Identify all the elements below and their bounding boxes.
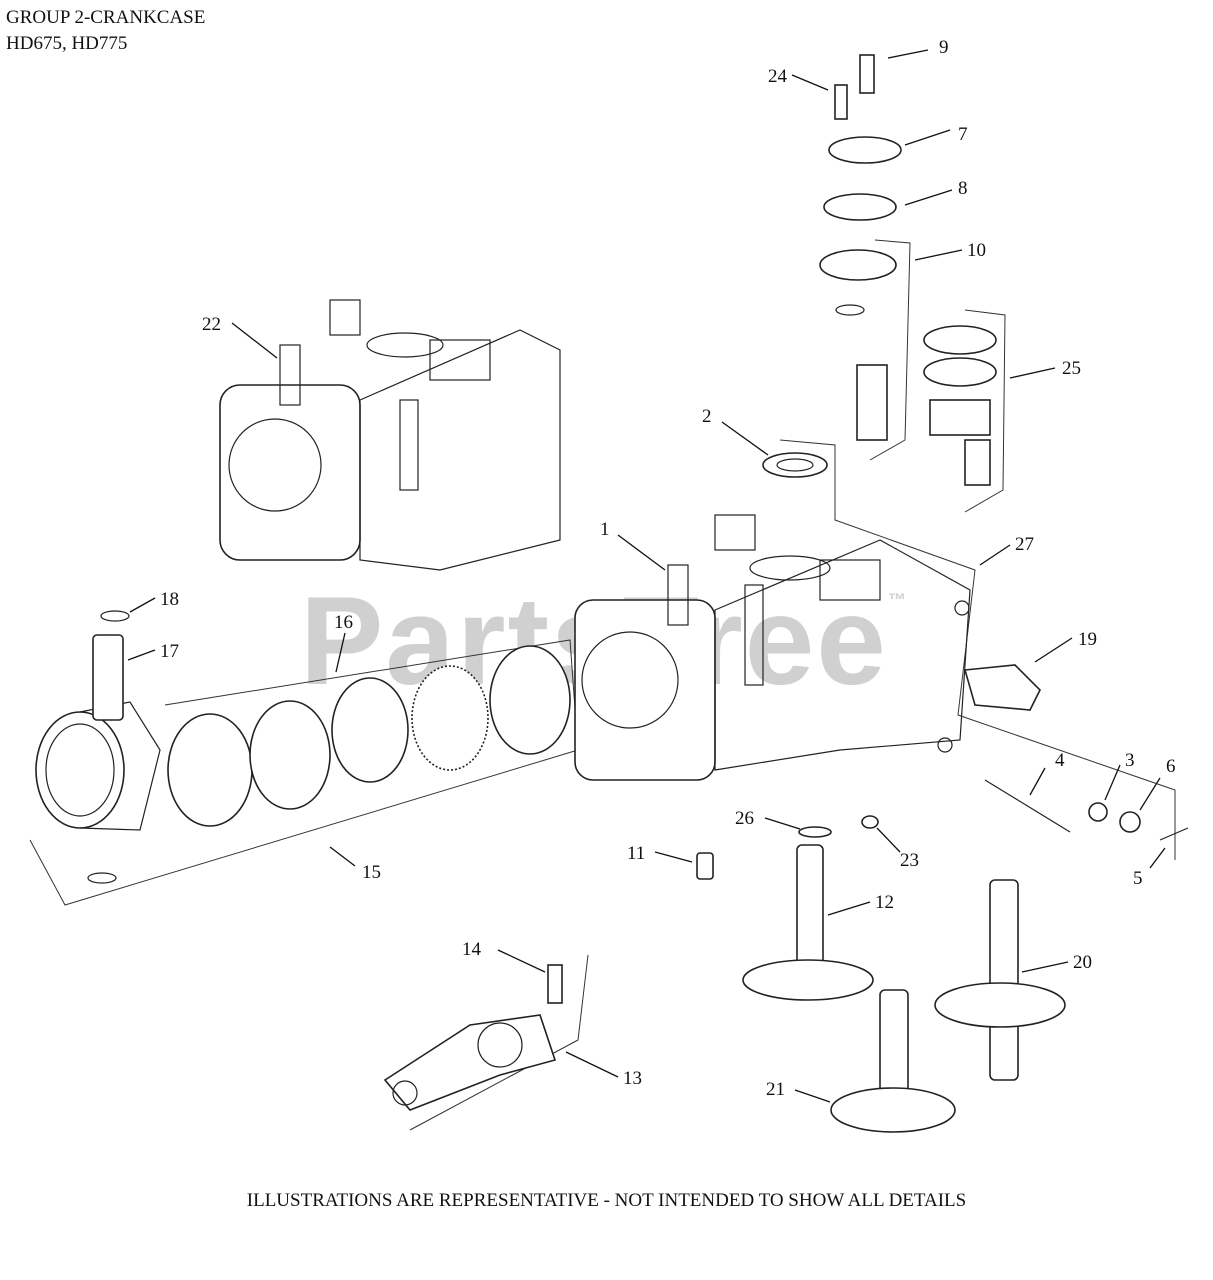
callout-14: 14: [462, 939, 482, 960]
leader-9: [887, 49, 929, 59]
callout-19: 19: [1078, 629, 1097, 650]
piston-ring-d: [489, 645, 571, 755]
short-block-part-22: [219, 299, 561, 571]
governor-sleeve: [964, 439, 991, 486]
governor-plate-b: [923, 357, 997, 387]
callout-16: 16: [334, 612, 353, 633]
governor-kit-bracket: [869, 239, 911, 461]
bolt-part-24: [834, 84, 848, 120]
leader-7: [904, 129, 951, 146]
leader-23: [876, 827, 901, 853]
leader-8: [904, 189, 953, 206]
retaining-ring-lower: [87, 872, 117, 884]
leader-24: [791, 74, 829, 91]
leader-10: [914, 249, 963, 261]
diagram-group-title: GROUP 2-CRANKCASE: [6, 7, 206, 28]
callout-5: 5: [1133, 868, 1143, 889]
leader-6: [1139, 777, 1161, 811]
callout-20: 20: [1073, 952, 1092, 973]
leader-16: [335, 632, 346, 673]
leader-11: [654, 851, 693, 863]
leader-22: [231, 322, 278, 359]
oil-ring-expander: [411, 665, 489, 771]
gasket-part-10: [819, 249, 897, 281]
leader-15: [329, 846, 356, 867]
callout-6: 6: [1166, 756, 1176, 777]
piston-ring-c: [331, 677, 409, 783]
callout-23: 23: [900, 850, 919, 871]
oring-part-26: [798, 826, 832, 838]
callout-10: 10: [967, 240, 986, 261]
leader-26: [764, 817, 801, 830]
callout-2: 2: [702, 406, 712, 427]
callout-7: 7: [958, 124, 968, 145]
callout-24: 24: [768, 66, 788, 87]
breather-elbow-part-19: [963, 664, 1041, 711]
crankcase-kit-outline: [779, 439, 1176, 860]
bearing-part-6: [1119, 811, 1141, 833]
callout-8: 8: [958, 178, 968, 199]
piston-part: [35, 701, 161, 831]
rod-bolt-part-14: [547, 964, 563, 1004]
governor-assembly-bracket: [964, 309, 1006, 513]
leader-14: [497, 949, 546, 973]
callout-15: 15: [362, 862, 381, 883]
leader-19: [1034, 637, 1073, 663]
retaining-ring-part-18: [100, 610, 130, 622]
camshaft-part-20: [934, 879, 1066, 1081]
leader-27: [979, 544, 1011, 566]
camshaft-part-12: [742, 844, 874, 1001]
callout-17: 17: [160, 641, 179, 662]
leader-13: [565, 1051, 619, 1078]
callout-18: 18: [160, 589, 179, 610]
leader-12: [827, 901, 871, 916]
leader-20: [1021, 961, 1069, 973]
illustration-disclaimer: ILLUSTRATIONS ARE REPRESENTATIVE - NOT I…: [246, 1190, 967, 1211]
leader-17: [127, 649, 156, 661]
hairpin-clip-part-5: [1159, 827, 1189, 841]
leader-5: [1149, 847, 1166, 869]
connecting-rod-part-13: [383, 1014, 557, 1111]
governor-plate-a: [923, 325, 997, 355]
callout-11: 11: [627, 843, 645, 864]
callout-4: 4: [1055, 750, 1065, 771]
leader-2: [721, 421, 769, 456]
piston-pin-part-17: [92, 634, 124, 721]
plate-part-8: [823, 193, 897, 221]
callout-3: 3: [1125, 750, 1135, 771]
washer-part-3: [1088, 802, 1108, 822]
leader-1: [617, 534, 666, 571]
leader-4: [1029, 767, 1046, 796]
washer-part-23: [861, 815, 879, 829]
crankcase-part-1: [574, 514, 971, 781]
bolt-part-9: [859, 54, 875, 94]
connecting-rod-bracket: [409, 954, 589, 1131]
callout-22: 22: [202, 314, 221, 335]
governor-block: [856, 364, 888, 441]
model-numbers: HD675, HD775: [6, 33, 128, 54]
callout-1: 1: [600, 519, 610, 540]
leader-18: [129, 597, 156, 613]
washer-part: [835, 304, 865, 316]
leader-3: [1104, 764, 1121, 801]
oil-seal-part-2: [762, 452, 828, 478]
camshaft-part-21: [830, 989, 956, 1133]
callout-26: 26: [735, 808, 754, 829]
leader-21: [794, 1089, 831, 1103]
governor-shaft-part-4: [984, 779, 1071, 833]
callout-21: 21: [766, 1079, 785, 1100]
plate-part-7: [828, 136, 902, 164]
callout-27: 27: [1015, 534, 1034, 555]
callout-13: 13: [623, 1068, 642, 1089]
governor-body: [929, 399, 991, 436]
callout-25: 25: [1062, 358, 1081, 379]
dowel-pin-part-11: [696, 852, 714, 880]
piston-ring-b: [249, 700, 331, 810]
leader-25: [1009, 367, 1056, 379]
callout-9: 9: [939, 37, 949, 58]
callout-12: 12: [875, 892, 894, 913]
piston-ring-a: [167, 713, 253, 827]
